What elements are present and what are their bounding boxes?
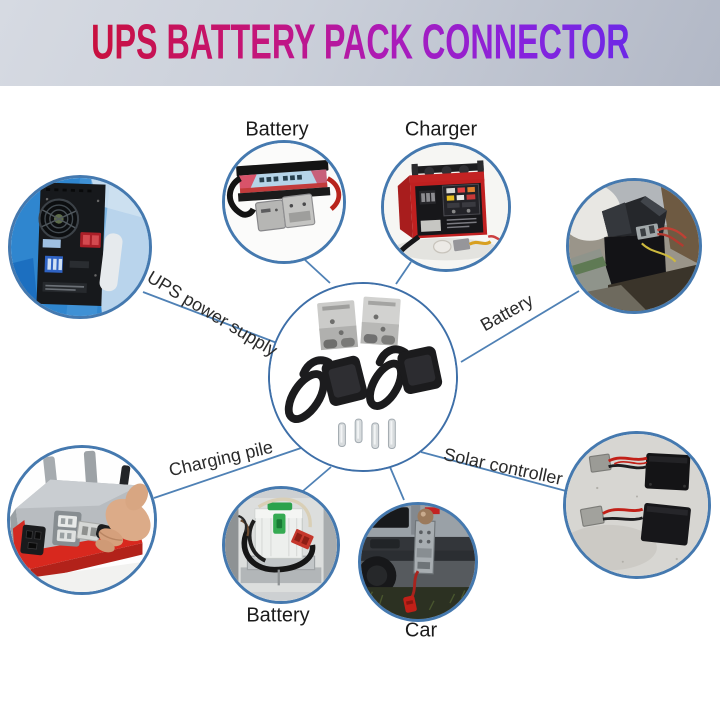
- battery-compartment-photo: [225, 489, 337, 601]
- battery-pack-photo: [225, 143, 343, 261]
- circle-battery-right: [566, 178, 702, 314]
- circle-battery-bottom: [222, 486, 340, 604]
- circle-charger: [381, 142, 511, 272]
- circle-car: [358, 502, 478, 622]
- label-battery-bottom: Battery: [246, 604, 310, 627]
- car-rear-hitch-photo: [361, 505, 475, 619]
- solar-controller-photo: [566, 434, 708, 576]
- circle-connector-kit: [268, 282, 458, 472]
- charging-pile-photo: [10, 448, 154, 592]
- circle-battery-top: [222, 140, 346, 264]
- label-charging-pile: Charging pile: [166, 436, 275, 481]
- label-solar-controller: Solar controller: [441, 444, 565, 489]
- label-charger: Charger: [404, 118, 478, 141]
- title-banner: UPS BATTERY PACK CONNECTOR: [0, 0, 720, 86]
- page-title: UPS BATTERY PACK CONNECTOR: [90, 14, 630, 70]
- connector-kit-photo: [270, 284, 456, 470]
- label-ups-power-supply: UPS power supply: [143, 266, 281, 361]
- ups-rear-panel-photo: [11, 178, 149, 316]
- circle-solar-controller: [563, 431, 711, 579]
- label-battery-top: Battery: [245, 118, 309, 141]
- circle-ups-power-supply: [8, 175, 152, 319]
- label-car: Car: [404, 619, 438, 642]
- circle-charging-pile: [7, 445, 157, 595]
- battery-charger-photo: [384, 145, 508, 269]
- vehicle-battery-photo: [569, 181, 699, 311]
- label-battery-right: Battery: [476, 289, 537, 336]
